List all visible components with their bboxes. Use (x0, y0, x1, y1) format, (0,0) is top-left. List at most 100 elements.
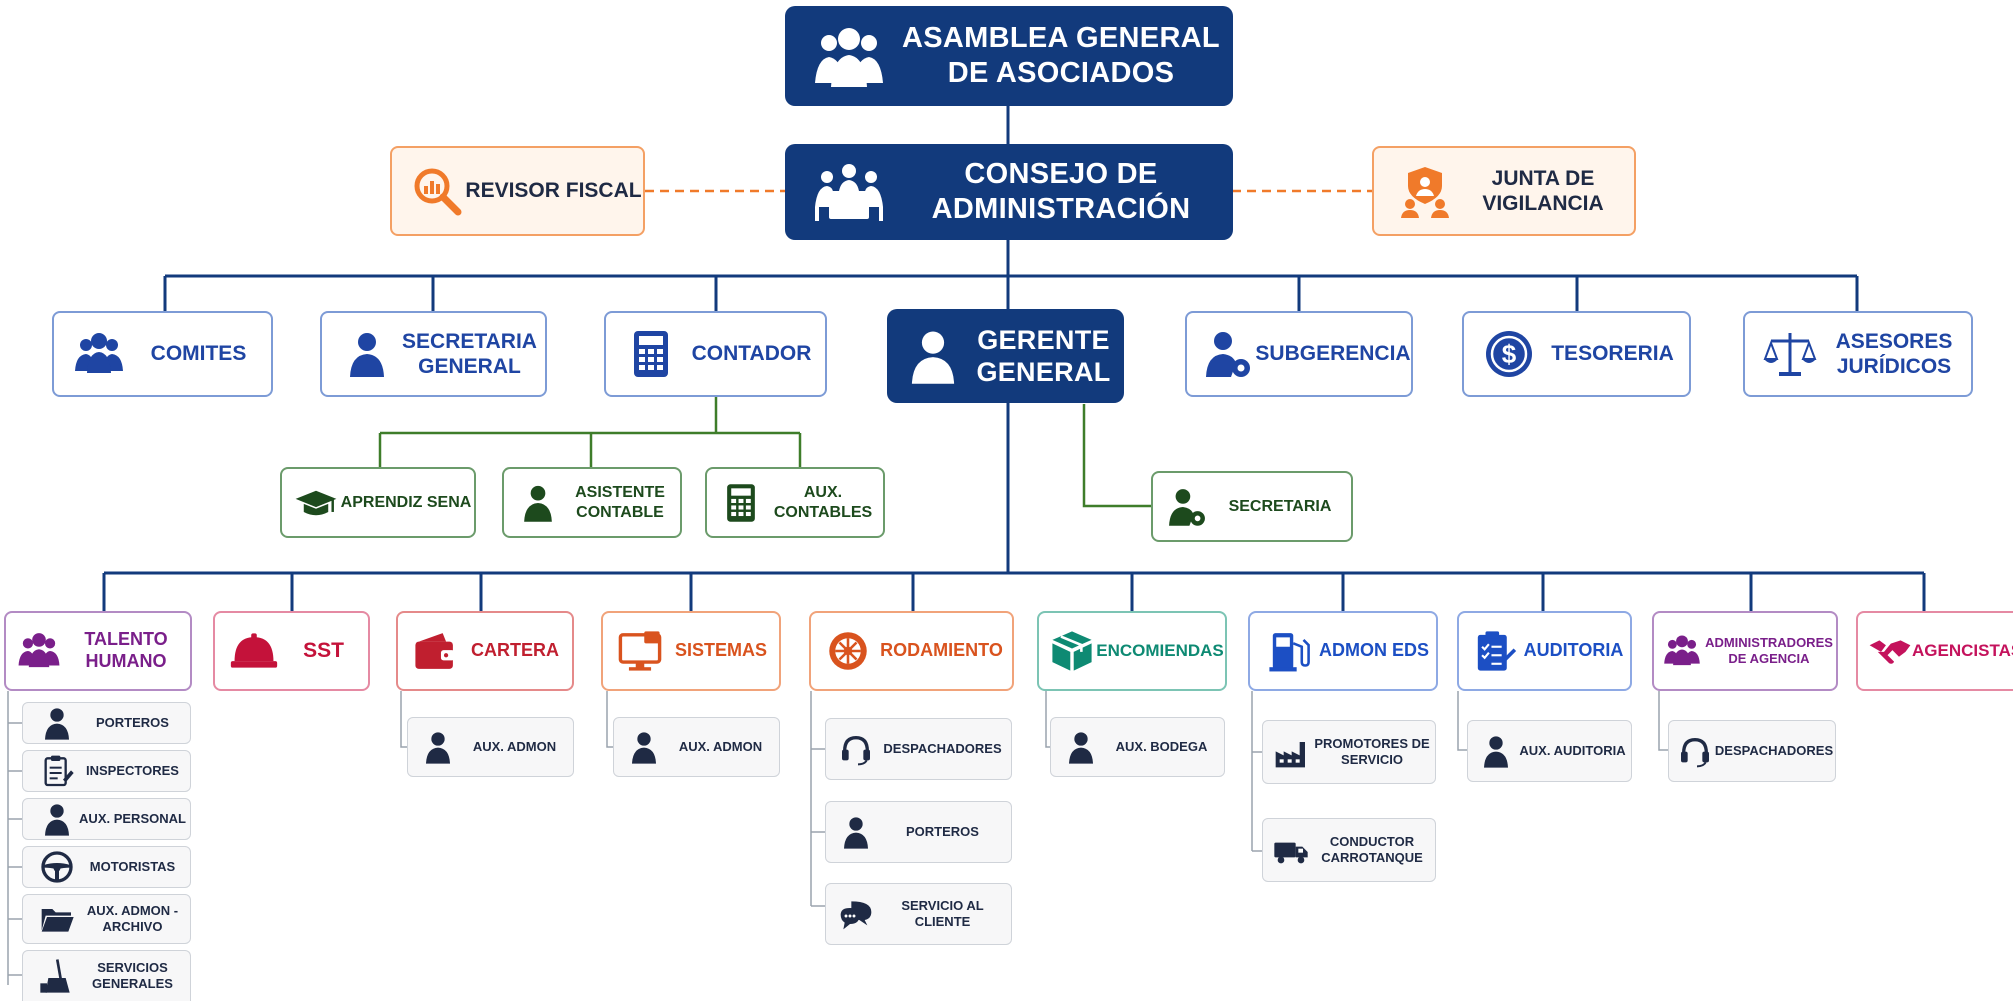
svg-text:$: $ (1502, 339, 1517, 369)
person-icon (626, 729, 662, 765)
steering-wheel-icon (39, 849, 75, 885)
contador-label: CONTADOR (691, 342, 812, 366)
secretaria-general-box: SECRETARIA GENERAL (320, 311, 547, 397)
person-icon (1478, 733, 1514, 769)
clipboard-icon (39, 753, 75, 789)
aux-bodega-box: AUX. BODEGA (1050, 717, 1225, 777)
agencia-despachadores-label: DESPACHADORES (1714, 743, 1834, 759)
secretaria-box: SECRETARIA (1151, 471, 1353, 542)
inspectores-box: INSPECTORES (22, 750, 191, 792)
administradores-agencia-label: ADMINISTRADORES DE AGENCIA (1705, 635, 1833, 666)
subgerencia-label: SUBGERENCIA (1255, 342, 1411, 366)
person-icon (39, 705, 75, 741)
talento-humano-label: TALENTO HUMANO (84, 629, 168, 671)
auditoria-box: AUDITORIA (1457, 611, 1632, 691)
contador-box: CONTADOR (604, 311, 827, 397)
factory-icon (1273, 734, 1309, 770)
sistemas-label: SISTEMAS (674, 640, 767, 661)
asesores-juridicos-box: ASESORES JURÍDICOS (1743, 311, 1973, 397)
agencia-despachadores-box: DESPACHADORES (1668, 720, 1836, 782)
group-icon (1662, 631, 1702, 671)
aprendiz-sena-label: APRENDIZ SENA (340, 493, 472, 511)
sistemas-aux-admon-label: AUX. ADMON (678, 739, 763, 755)
aux-contables-label: AUX. CONTABLES (773, 484, 873, 521)
cartera-aux-admon-label: AUX. ADMON (472, 739, 557, 755)
sst-box: SST (213, 611, 370, 691)
person-icon (838, 814, 874, 850)
servicios-generales-label: SERVICIOS GENERALES (92, 960, 173, 991)
aux-personal-label: AUX. PERSONAL (79, 811, 186, 827)
handshake-icon (1868, 629, 1912, 673)
rodamiento-porteros-box: PORTEROS (825, 801, 1012, 863)
meeting-icon (809, 156, 889, 228)
despachadores-label: DESPACHADORES (883, 741, 1002, 757)
scales-icon (1763, 327, 1817, 381)
subgerencia-box: SUBGERENCIA (1185, 311, 1413, 397)
conductor-carrotanque-box: CONDUCTOR CARROTANQUE (1262, 818, 1436, 882)
rodamiento-porteros-label: PORTEROS (906, 824, 979, 840)
group-icon (809, 20, 889, 92)
wheel-icon (825, 628, 871, 674)
dollar-icon: $ (1482, 327, 1536, 381)
person-icon (903, 326, 963, 386)
inspectores-label: INSPECTORES (86, 763, 179, 779)
promotores-servicio-box: PROMOTORES DE SERVICIO (1262, 720, 1436, 784)
asamblea-box: ASAMBLEA GENERAL DE ASOCIADOS (785, 6, 1233, 106)
chat-bubbles-icon (838, 896, 874, 932)
asamblea-label: ASAMBLEA GENERAL DE ASOCIADOS (902, 22, 1220, 89)
secretaria-general-label: SECRETARIA GENERAL (402, 329, 537, 378)
aux-auditoria-box: AUX. AUDITORIA (1467, 720, 1632, 782)
aux-admon-archivo-label: AUX. ADMON - ARCHIVO (86, 903, 179, 934)
admon-eds-label: ADMON EDS (1318, 640, 1429, 661)
sst-label: SST (303, 639, 344, 663)
servicio-cliente-label: SERVICIO AL CLIENTE (901, 898, 984, 929)
conductor-carrotanque-label: CONDUCTOR CARROTANQUE (1321, 834, 1423, 865)
aux-contables-box: AUX. CONTABLES (705, 467, 885, 538)
calculator-icon (719, 481, 763, 525)
encomiendas-box: ENCOMIENDAS (1037, 611, 1227, 691)
asesores-juridicos-label: ASESORES JURÍDICOS (1835, 329, 1953, 378)
talento-humano-box: TALENTO HUMANO (4, 611, 192, 691)
gerente-general-box: GERENTE GENERAL (887, 309, 1124, 403)
secretaria-label: SECRETARIA (1228, 497, 1332, 515)
helmet-icon (229, 626, 279, 676)
auditoria-label: AUDITORIA (1523, 640, 1624, 661)
person-gear-icon (1165, 485, 1209, 529)
junta-vigilancia-box: JUNTA DE VIGILANCIA (1372, 146, 1636, 236)
wallet-icon (412, 628, 458, 674)
motoristas-box: MOTORISTAS (22, 846, 191, 888)
graduation-cap-icon (294, 481, 338, 525)
porteros-box: PORTEROS (22, 702, 191, 744)
junta-vigilancia-label: JUNTA DE VIGILANCIA (1482, 166, 1604, 215)
administradores-agencia-box: ADMINISTRADORES DE AGENCIA (1652, 611, 1838, 691)
person-icon (1063, 729, 1099, 765)
comites-box: COMITES (52, 311, 273, 397)
promotores-servicio-label: PROMOTORES DE SERVICIO (1314, 736, 1430, 767)
aprendiz-sena-box: APRENDIZ SENA (280, 467, 476, 538)
cartera-aux-admon-box: AUX. ADMON (407, 717, 574, 777)
motoristas-label: MOTORISTAS (89, 859, 176, 875)
headset-icon (1677, 733, 1713, 769)
encomiendas-label: ENCOMIENDAS (1096, 640, 1224, 660)
rodamiento-box: RODAMIENTO (809, 611, 1014, 691)
broom-icon (39, 958, 75, 994)
shield-group-icon (1398, 164, 1452, 218)
clipboard-check-icon (1471, 628, 1517, 674)
magnifier-chart-icon (410, 164, 464, 218)
tesoreria-box: $ TESORERIA (1462, 311, 1691, 397)
aux-bodega-label: AUX. BODEGA (1115, 739, 1208, 755)
calculator-icon (624, 327, 678, 381)
revisor-fiscal-label: REVISOR FISCAL (465, 179, 642, 203)
comites-label: COMITES (150, 342, 247, 366)
aux-personal-box: AUX. PERSONAL (22, 798, 191, 840)
folder-icon (39, 901, 75, 937)
despachadores-box: DESPACHADORES (825, 718, 1012, 780)
person-icon (516, 481, 560, 525)
headset-icon (838, 731, 874, 767)
sistemas-aux-admon-box: AUX. ADMON (613, 717, 780, 777)
agencistas-box: AGENCISTAS (1856, 611, 2013, 691)
aux-admon-archivo-box: AUX. ADMON - ARCHIVO (22, 894, 191, 944)
person-gear-icon (1201, 327, 1255, 381)
cartera-box: CARTERA (396, 611, 574, 691)
